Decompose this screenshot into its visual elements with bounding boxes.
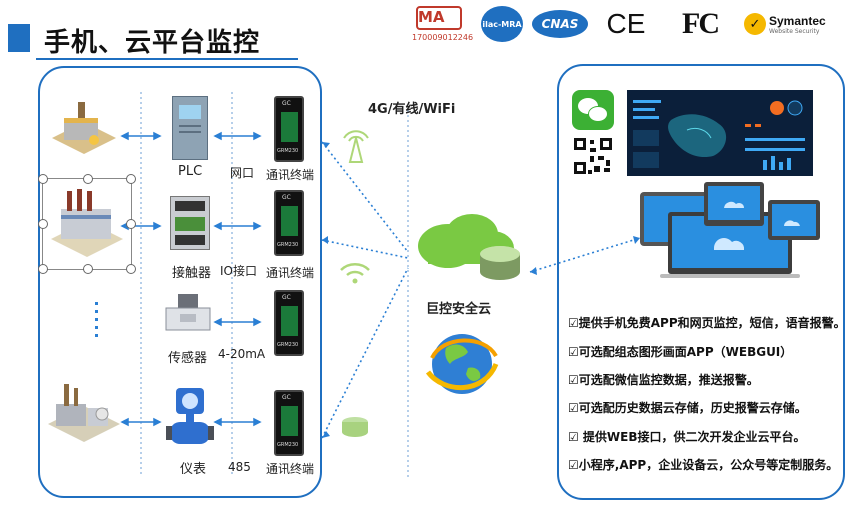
cma-number: 170009012246	[412, 33, 474, 42]
field-devices-panel	[38, 66, 322, 498]
ce-label: CE	[606, 8, 646, 39]
interface-label-485: 485	[228, 460, 251, 474]
symantec-label: Symantec	[769, 13, 826, 28]
wechat-icon	[572, 90, 614, 130]
factory-icon	[48, 98, 120, 160]
comm-terminal-device: GC GRM230	[274, 96, 304, 162]
feature-item: ☑提供手机免费APP和网页监控，短信，语音报警。	[568, 316, 846, 330]
device-label-contactor: 接触器	[172, 266, 212, 281]
terminal-label: 通讯终端	[266, 462, 315, 476]
globe-icon	[424, 328, 500, 398]
feature-item: ☑可选配微信监控数据，推送报警。	[568, 373, 759, 387]
terminal-label: 通讯终端	[266, 168, 315, 182]
qr-code-icon	[572, 136, 614, 176]
factory-icon	[44, 378, 124, 446]
ilac-label: ilac-MRA	[482, 19, 522, 29]
comm-terminal-device: GC GRM230	[274, 290, 304, 356]
interface-label-analog: 4-20mA	[218, 347, 266, 361]
title-underline	[36, 58, 298, 60]
feature-item: ☑小程序,APP，企业设备云，公众号等定制服务。	[568, 458, 839, 472]
feature-item: ☑可选配组态图形画面APP（WEBGUI）	[568, 345, 793, 359]
ce-logo: CE	[604, 4, 648, 44]
symantec-sub: Website Security	[769, 27, 820, 35]
page-title: 手机、云平台监控	[44, 28, 261, 58]
interface-label-io: IO接口	[220, 264, 257, 278]
cnas-logo: CNAS	[530, 4, 590, 44]
ilac-mra-logo: ilac-MRA	[478, 4, 526, 44]
cloud-features-panel	[557, 64, 845, 500]
page-title-bar: 手机、云平台监控	[0, 20, 305, 60]
cma-logo: MA 170009012246	[410, 4, 474, 44]
flowmeter-device-icon	[166, 388, 216, 452]
title-accent-block	[8, 24, 30, 52]
fc-logo: FC	[672, 4, 728, 44]
device-label-sensor: 传感器	[168, 351, 208, 366]
multi-device-screens-icon	[640, 182, 830, 278]
comm-terminal-device: GC GRM230	[274, 190, 304, 256]
symantec-check-icon: ✓	[744, 13, 766, 35]
feature-item: ☑ 提供WEB接口，供二次开发企业云平台。	[568, 430, 806, 444]
contactor-device-icon	[170, 196, 210, 250]
plc-device-icon	[172, 96, 208, 160]
dashboard-screenshot	[627, 90, 813, 176]
terminal-label: 通讯终端	[266, 266, 315, 280]
fc-label: FC	[682, 7, 720, 40]
feature-item: ☑可选配历史数据云存储，历史报警云存储。	[568, 401, 807, 415]
factory-selected-icon[interactable]	[38, 174, 136, 274]
cloud-label: 巨控安全云	[426, 302, 492, 317]
antenna-tower-icon	[336, 124, 376, 164]
interface-label-ethernet: 网口	[230, 166, 255, 180]
device-label-plc: PLC	[178, 164, 203, 179]
sensor-device-icon	[164, 292, 212, 334]
network-label: 4G/有线/WiFi	[368, 102, 456, 117]
comm-terminal-device: GC GRM230	[274, 390, 304, 456]
cma-label: MA	[418, 8, 445, 26]
cloud-router-icon	[408, 206, 528, 286]
terminal-model: GRM230	[277, 148, 299, 154]
cnas-label: CNAS	[541, 17, 579, 31]
terminal-brand: GC	[282, 100, 291, 107]
device-label-meter: 仪表	[180, 462, 207, 477]
router-icon	[340, 414, 370, 440]
symantec-logo: ✓ Symantec Website Security	[744, 4, 840, 44]
wifi-icon	[338, 258, 372, 286]
